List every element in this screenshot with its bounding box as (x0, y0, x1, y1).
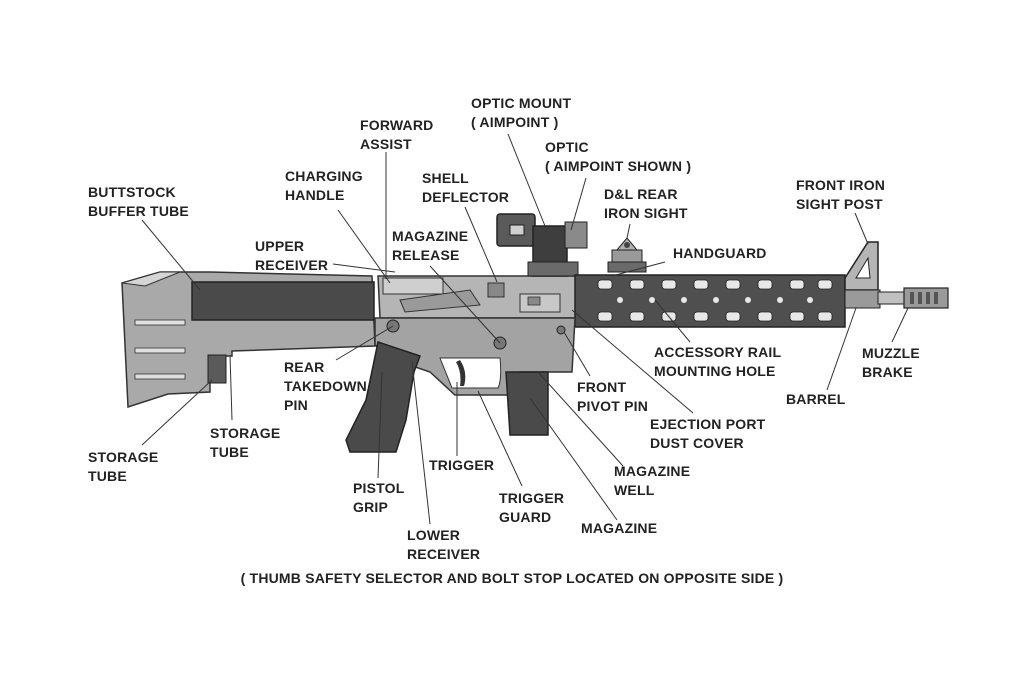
muzzle-brake (903, 287, 949, 309)
label-trigger-guard: TRIGGER GUARD (499, 490, 565, 525)
label-upper-receiver: UPPER RECEIVER (255, 238, 329, 273)
label-accessory-rail-mounting-hole: ACCESSORY RAIL MOUNTING HOLE (654, 344, 782, 379)
label-rear-takedown-pin: REAR TAKEDOWN PIN (284, 359, 367, 413)
label-magazine-release: MAGAZINE RELEASE (392, 228, 469, 263)
label-front-pivot-pin: FRONT PIVOT PIN (577, 379, 649, 414)
label-pistol-grip: PISTOL GRIP (353, 480, 405, 515)
label-optic: OPTIC ( AIMPOINT SHOWN ) (545, 139, 692, 174)
barrel (877, 291, 907, 305)
label-trigger: TRIGGER (429, 457, 495, 473)
label-storage-tube-inner: STORAGE TUBE (210, 425, 281, 460)
storage-tube (207, 354, 227, 384)
leader-lines (141, 133, 909, 525)
front-sight (844, 241, 881, 309)
label-muzzle-brake: MUZZLE BRAKE (862, 345, 920, 380)
label-buttstock-buffer-tube: BUTTSTOCK BUFFER TUBE (88, 184, 189, 219)
buffer-tube (191, 281, 375, 321)
label-handguard: HANDGUARD (673, 245, 767, 261)
label-magazine: MAGAZINE (581, 520, 658, 536)
label-front-iron-sight-post: FRONT IRON SIGHT POST (796, 177, 886, 212)
optic (496, 213, 588, 277)
handguard (574, 274, 846, 328)
pistol-grip (345, 341, 421, 453)
label-magazine-well: MAGAZINE WELL (614, 463, 691, 498)
label-dl-rear-iron-sight: D&L REAR IRON SIGHT (604, 186, 688, 221)
upper-receiver (377, 275, 579, 319)
label-forward-assist: FORWARD ASSIST (360, 117, 434, 152)
footnote: ( THUMB SAFETY SELECTOR AND BOLT STOP LO… (240, 570, 784, 586)
trigger (456, 360, 466, 386)
lower-receiver (374, 317, 576, 396)
rear-iron-sight (607, 237, 647, 273)
label-barrel: BARREL (786, 391, 846, 407)
label-lower-receiver: LOWER RECEIVER (407, 527, 481, 562)
label-charging-handle: CHARGING HANDLE (285, 168, 363, 203)
label-ejection-port-dust-cover: EJECTION PORT DUST COVER (650, 416, 766, 451)
magazine (505, 371, 549, 436)
label-shell-deflector: SHELL DEFLECTOR (422, 170, 510, 205)
label-storage-tube-outer: STORAGE TUBE (88, 449, 159, 484)
label-optic-mount: OPTIC MOUNT ( AIMPOINT ) (471, 95, 572, 130)
